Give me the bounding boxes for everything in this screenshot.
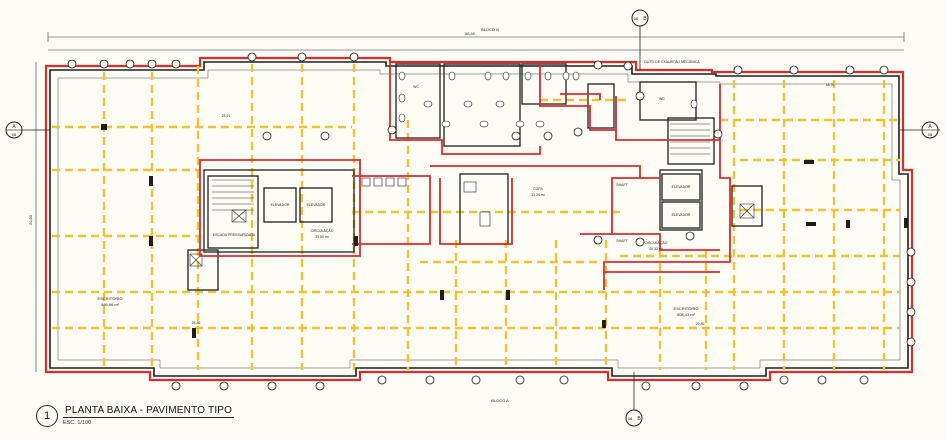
escada-label: ESCADA PRESSURIZADA <box>213 233 256 237</box>
drawing-number: 1 <box>36 405 58 427</box>
section-a-right-letter: A <box>928 124 932 130</box>
drawing-title-group: PLANTA BAIXA - PAVIMENTO TIPO ESC. 1/100 <box>63 405 235 426</box>
structural-grid-vertical <box>102 64 886 370</box>
section-b-bottom-sheet: 08 <box>628 416 633 421</box>
escritorio-right-area: 508,41 m² <box>677 312 696 317</box>
shaft-label-2: SHAFT <box>616 239 628 243</box>
escritorio-right-label: ESCRITÓRIO <box>674 306 699 311</box>
dim-right-text: 29,80 <box>696 322 705 326</box>
shaft-label-1: SHAFT <box>616 183 628 187</box>
section-a-right-sheet: 08 <box>928 132 933 137</box>
core-walls <box>187 63 763 291</box>
dim-height-text: 20,80 <box>28 214 33 225</box>
drawing-scale: ESC. 1/100 <box>63 420 92 426</box>
copa-area: 13,24 m² <box>531 193 546 197</box>
dim-top-right-text: 18,75 <box>826 83 835 87</box>
dim-top-left-text: 23,21 <box>222 114 231 118</box>
stair-treads <box>212 123 710 211</box>
wc-label-2: WC <box>659 97 665 101</box>
bloco-a-bottom-text: BLOCO A <box>491 398 509 403</box>
structural-columns <box>101 124 908 338</box>
section-marker-b-top: 08 B <box>631 9 649 70</box>
shaft-symbols <box>189 203 755 267</box>
dim-total-text: 68,40 <box>465 31 476 36</box>
elevador-label-1: ELEVADOR <box>271 203 290 207</box>
section-b-bottom-letter: B <box>637 416 641 422</box>
elevador-label-4: ELEVADOR <box>672 213 691 217</box>
section-marker-b-bottom: 08 B <box>625 372 643 427</box>
outer-red-partition <box>44 56 914 382</box>
elevador-label-2: ELEVADOR <box>307 203 326 207</box>
copa-label: COPA <box>533 187 543 191</box>
dutos-label: DUTO DE EXAUSTÃO MECÂNICA <box>644 59 700 64</box>
elevador-label-3: ELEVADOR <box>672 185 691 189</box>
wc-fixtures <box>361 71 698 227</box>
escritorio-left-area: 486,56 m² <box>101 302 120 307</box>
section-a-left-sheet: 08 <box>12 132 17 137</box>
circulacao-area-1: 33,80 m² <box>315 235 330 239</box>
escritorio-left-label: ESCRITÓRIO <box>98 296 123 301</box>
section-a-left-letter: A <box>12 124 16 130</box>
circulacao-label-2: CIRCULAÇÃO <box>645 240 668 245</box>
inner-wall-line <box>57 69 901 369</box>
circulacao-label-1: CIRCULAÇÃO <box>311 228 334 233</box>
drawing-title-block: 1 PLANTA BAIXA - PAVIMENTO TIPO ESC. 1/1… <box>36 405 235 433</box>
section-marker-a-left: A 08 <box>5 121 50 139</box>
drawing-title: PLANTA BAIXA - PAVIMENTO TIPO <box>63 405 235 418</box>
section-b-top-sheet: 08 <box>634 16 639 21</box>
structural-grid-horizontal <box>52 98 900 330</box>
section-b-top-letter: B <box>643 16 647 22</box>
section-marker-a-right: A 08 <box>900 121 940 139</box>
dim-left-text: 25,86 <box>192 321 201 325</box>
circulacao-area-2: 40,33 m² <box>649 247 664 251</box>
wc-label-1: WC <box>413 85 419 89</box>
perimeter-column-markers <box>67 52 916 391</box>
outer-wall <box>49 61 909 377</box>
top-dimension-line <box>47 32 905 51</box>
bloco-b-top-text: BLOCO B <box>481 27 499 32</box>
interior-red-partitions <box>199 60 731 290</box>
